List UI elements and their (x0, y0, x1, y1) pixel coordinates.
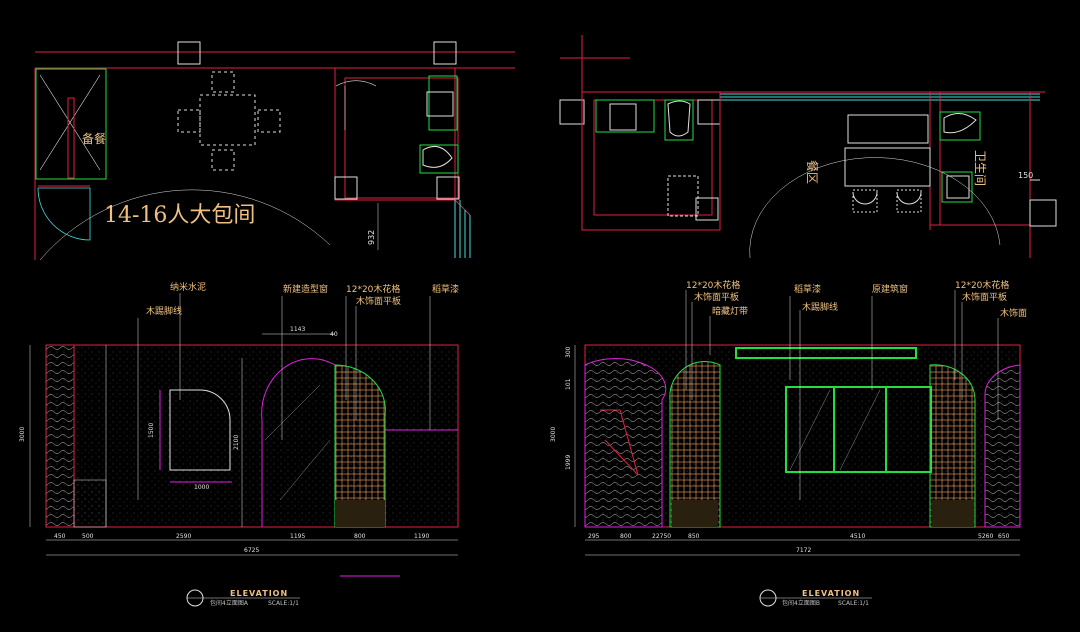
total-a: 6725 (244, 547, 259, 554)
plan-right-dim: 150 (1018, 171, 1033, 180)
top-dim-a-small: 40 (330, 331, 338, 338)
callout-b-2: 木饰面平板 (694, 291, 739, 303)
callout-b-6: 原建筑窗 (872, 283, 908, 295)
dim-b-left-1: 300 (565, 346, 572, 358)
callout-b-9: 木饰面 (1000, 307, 1027, 319)
scale-b: SCALE:1/1 (838, 600, 869, 607)
callout-b-3: 暗藏灯带 (712, 305, 748, 317)
callout-a-2: 木踢脚线 (146, 305, 182, 317)
callout-a-3: 新建造型窗 (283, 283, 328, 295)
dim-a-5: 800 (354, 533, 366, 540)
plan-left-dim: 932 (367, 230, 376, 245)
plan-right: 150 餐区 卫生间 (559, 35, 1057, 259)
callout-a-1: 纳米水泥 (170, 281, 206, 293)
room-label: 14-16人大包间 (104, 203, 255, 228)
callout-b-4: 稻草漆 (794, 283, 821, 295)
door-height: 2100 (233, 435, 240, 450)
dim-b-1: 295 (588, 533, 600, 540)
dim-b-3: 22750 (652, 533, 671, 540)
elevation-a: 1500 1000 2100 3000 1143 40 纳米水泥 木踢脚线 新建… (19, 281, 459, 607)
total-b: 7172 (796, 547, 811, 554)
callout-b-1: 12*20木花格 (686, 279, 740, 291)
subtitle-b: 包间4立面图B (782, 599, 820, 607)
niche-height: 1500 (148, 423, 155, 438)
dim-b-5: 4510 (850, 533, 865, 540)
dim-b-6: 5260 (978, 533, 993, 540)
scale-a: SCALE:1/1 (268, 600, 299, 607)
dim-b-left-4: 3000 (550, 427, 557, 442)
height-dim-a: 3000 (19, 427, 26, 442)
subtitle-a: 包间4立面图A (210, 599, 249, 607)
plan-left: 备餐 14-16人大包间 932 (34, 41, 515, 261)
dim-b-left-2: 101 (565, 378, 572, 390)
dim-a-2: 500 (82, 533, 94, 540)
side-label-dining: 餐区 (805, 160, 820, 184)
dim-a-4: 1195 (290, 533, 305, 540)
callout-b-8: 木饰面平板 (962, 291, 1007, 303)
side-label-restroom: 卫生间 (973, 150, 987, 186)
top-dim-a: 1143 (290, 326, 305, 333)
dim-b-7: 650 (998, 533, 1010, 540)
dim-b-left-3: 1999 (565, 455, 572, 470)
dim-a-1: 450 (54, 533, 66, 540)
elevation-b: 300 101 1999 3000 12*20木花格 木饰面平板 暗藏灯带 稻草… (550, 279, 1027, 607)
dim-b-4: 850 (688, 533, 700, 540)
callout-b-5: 木踢脚线 (802, 301, 838, 313)
dim-b-2: 800 (620, 533, 632, 540)
side-label-prep: 备餐 (82, 131, 106, 146)
niche-width: 1000 (194, 484, 209, 491)
dim-a-6: 1190 (414, 533, 429, 540)
callout-a-4: 12*20木花格 (346, 283, 400, 295)
callout-a-6: 稻草漆 (432, 283, 459, 295)
title-b: ELEVATION (802, 589, 860, 598)
dim-a-3: 2590 (176, 533, 191, 540)
callout-b-7: 12*20木花格 (955, 279, 1009, 291)
callout-a-5: 木饰面平板 (356, 295, 401, 307)
title-a: ELEVATION (230, 589, 288, 598)
